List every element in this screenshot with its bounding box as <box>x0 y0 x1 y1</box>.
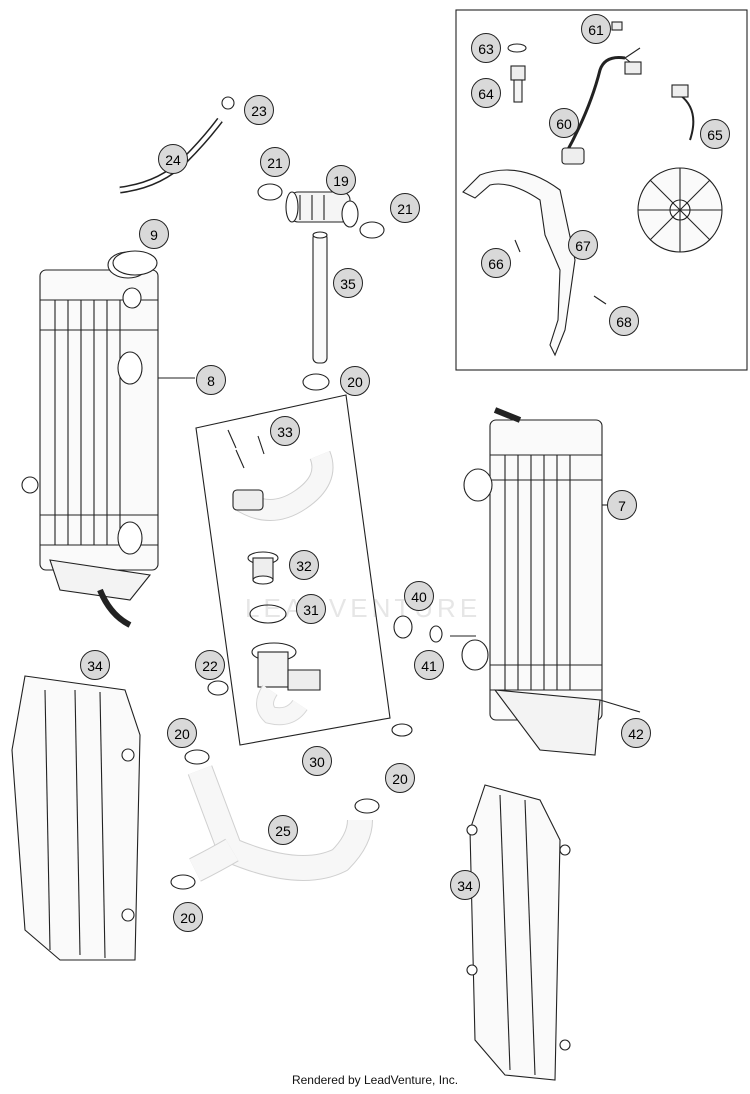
callout-64[interactable]: 64 <box>471 78 501 108</box>
callout-34[interactable]: 34 <box>450 870 480 900</box>
fan-65 <box>637 84 723 253</box>
bracket-67 <box>462 169 576 357</box>
callout-31[interactable]: 31 <box>296 594 326 624</box>
callout-23[interactable]: 23 <box>244 95 274 125</box>
washer-41 <box>429 625 443 643</box>
left-radiator <box>21 251 195 628</box>
callout-8[interactable]: 8 <box>196 365 226 395</box>
thermostat-32 <box>247 551 279 585</box>
seal-63 <box>507 43 527 53</box>
callout-20[interactable]: 20 <box>385 763 415 793</box>
callout-40[interactable]: 40 <box>404 581 434 611</box>
right-shroud <box>466 784 571 1081</box>
clip-23 <box>221 96 235 110</box>
radiator-cap <box>112 250 158 276</box>
callout-21[interactable]: 21 <box>390 193 420 223</box>
callout-35[interactable]: 35 <box>333 268 363 298</box>
clamp-22 <box>207 680 229 696</box>
callout-21[interactable]: 21 <box>260 147 290 177</box>
clamp-20-d <box>391 723 413 737</box>
callout-25[interactable]: 25 <box>268 815 298 845</box>
hose-25 <box>187 765 373 882</box>
callout-65[interactable]: 65 <box>700 119 730 149</box>
clamp-20-top <box>302 373 330 391</box>
hose-group-frame <box>195 394 391 746</box>
sensor-64 <box>510 65 526 103</box>
callout-67[interactable]: 67 <box>568 230 598 260</box>
fan-kit-frame <box>455 9 748 371</box>
lower-housing <box>251 642 321 726</box>
callout-32[interactable]: 32 <box>289 550 319 580</box>
bolt-42 <box>599 699 641 713</box>
right-radiator <box>461 407 608 756</box>
callout-22[interactable]: 22 <box>195 650 225 680</box>
callout-61[interactable]: 61 <box>581 14 611 44</box>
callout-19[interactable]: 19 <box>326 165 356 195</box>
bolt-68 <box>593 295 607 305</box>
wiring-60 <box>561 21 642 165</box>
clamp-20-b <box>354 798 380 814</box>
callout-42[interactable]: 42 <box>621 718 651 748</box>
screw-66 <box>514 239 521 253</box>
callout-9[interactable]: 9 <box>139 219 169 249</box>
callout-63[interactable]: 63 <box>471 33 501 63</box>
left-shroud <box>11 675 141 961</box>
screw-33 <box>227 429 237 449</box>
oring-31 <box>249 604 287 624</box>
callout-41[interactable]: 41 <box>414 650 444 680</box>
callout-7[interactable]: 7 <box>607 490 637 520</box>
callout-33[interactable]: 33 <box>270 416 300 446</box>
callout-34[interactable]: 34 <box>80 650 110 680</box>
callout-66[interactable]: 66 <box>481 248 511 278</box>
grommet-40 <box>393 615 413 639</box>
callout-30[interactable]: 30 <box>302 746 332 776</box>
clamp-21-right <box>359 221 385 239</box>
pipe-35 <box>312 232 328 364</box>
callout-20[interactable]: 20 <box>167 718 197 748</box>
callout-20[interactable]: 20 <box>173 902 203 932</box>
clamp-20-a <box>184 749 210 765</box>
callout-68[interactable]: 68 <box>609 306 639 336</box>
clamp-21-left <box>257 183 283 201</box>
callout-24[interactable]: 24 <box>158 144 188 174</box>
clamp-20-c <box>170 874 196 890</box>
callout-20[interactable]: 20 <box>340 366 370 396</box>
footer-credit: Rendered by LeadVenture, Inc. <box>291 1073 459 1087</box>
housing-19 <box>285 191 359 228</box>
callout-60[interactable]: 60 <box>549 108 579 138</box>
